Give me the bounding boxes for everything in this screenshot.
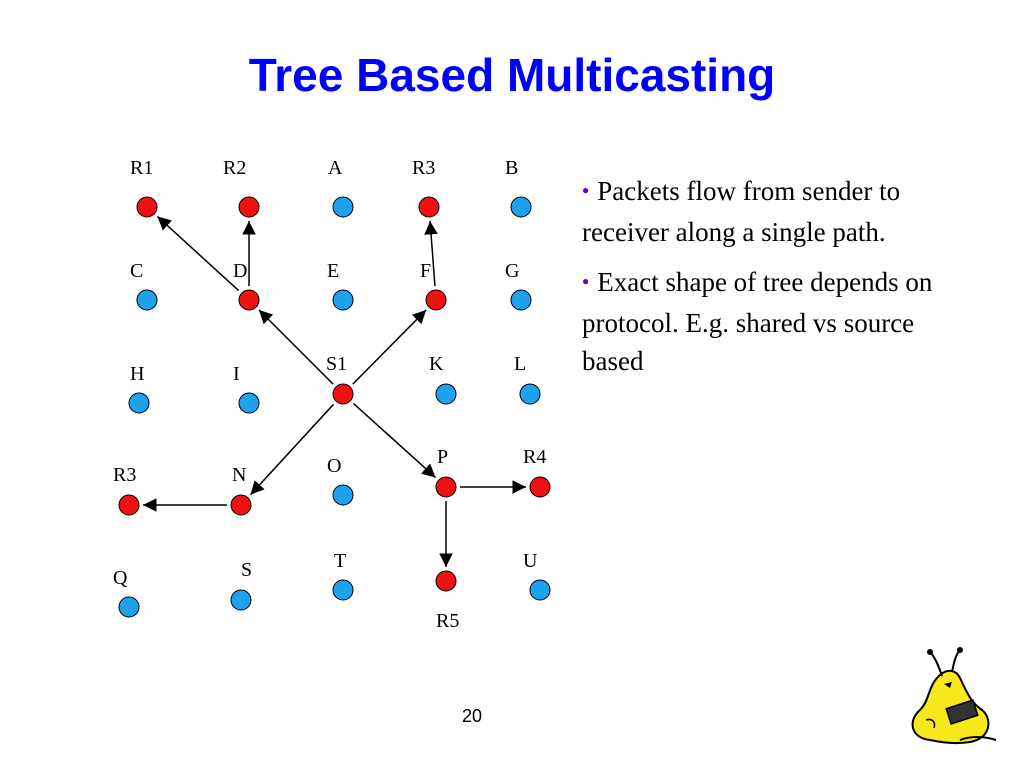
node-e: E: [327, 260, 354, 311]
node-s1: S1: [326, 353, 354, 405]
node-i: I: [233, 363, 260, 414]
node-circle: [230, 589, 252, 611]
banana-slug-mascot-icon: [911, 647, 997, 745]
node-s: S: [230, 559, 252, 611]
node-label: U: [523, 550, 538, 572]
node-circle: [332, 289, 354, 311]
node-circle: [519, 383, 541, 405]
node-o: O: [327, 455, 354, 506]
node-r1: R1: [130, 157, 158, 218]
node-g: G: [505, 260, 532, 311]
node-circle: [118, 494, 140, 516]
node-label: F: [420, 260, 431, 282]
node-r5: R5: [435, 570, 459, 632]
node-circle: [529, 476, 551, 498]
node-c: C: [130, 260, 158, 311]
node-circle: [510, 196, 532, 218]
edge-s1-to-d: [258, 309, 334, 385]
node-circle: [128, 392, 150, 414]
node-label: D: [233, 260, 247, 282]
node-d: D: [233, 260, 260, 311]
node-circle: [510, 289, 532, 311]
node-circle: [332, 196, 354, 218]
node-label: A: [328, 157, 343, 179]
edge-d-to-r1: [156, 215, 240, 292]
node-label: N: [232, 464, 246, 486]
node-label: L: [514, 353, 526, 375]
node-circle: [136, 289, 158, 311]
node-r4: R4: [523, 446, 551, 498]
node-q: Q: [113, 567, 140, 618]
node-r2: R2: [223, 157, 260, 218]
node-r3a: R3: [412, 157, 440, 218]
node-circle: [238, 289, 260, 311]
slide-title: Tree Based Multicasting: [248, 49, 776, 101]
node-u: U: [523, 550, 551, 601]
node-circle: [238, 392, 260, 414]
node-label: R5: [436, 610, 459, 632]
node-k: K: [429, 353, 457, 405]
node-f: F: [420, 260, 447, 311]
node-label: H: [130, 363, 144, 385]
bullet-dot-icon: ●: [582, 182, 590, 197]
edge-s1-to-p: [352, 402, 437, 479]
node-label: I: [233, 363, 240, 385]
node-circle: [435, 476, 457, 498]
node-h: H: [128, 363, 150, 414]
edge-s1-to-f: [352, 309, 427, 385]
node-circle: [118, 596, 140, 618]
node-l: L: [514, 353, 541, 405]
bullet-text: Packets flow from sender to receiver alo…: [582, 176, 901, 247]
bullet-list: ●Packets flow from sender to receiver al…: [582, 172, 982, 392]
node-a: A: [328, 157, 354, 218]
edge-layer: [143, 215, 526, 567]
node-label: R4: [523, 446, 546, 468]
bullet-item: ●Packets flow from sender to receiver al…: [582, 172, 982, 251]
node-label: C: [130, 260, 143, 282]
node-label: B: [505, 157, 518, 179]
node-label: G: [505, 260, 519, 282]
node-label: S1: [326, 353, 347, 375]
node-circle: [332, 484, 354, 506]
node-circle: [529, 579, 551, 601]
node-label: R3: [412, 157, 435, 179]
node-label: R2: [223, 157, 246, 179]
node-label: R1: [130, 157, 153, 179]
node-t: T: [332, 550, 354, 601]
node-circle: [435, 570, 457, 592]
node-circle: [136, 196, 158, 218]
node-circle: [332, 383, 354, 405]
node-label: O: [327, 455, 341, 477]
node-label: E: [327, 260, 339, 282]
edge-s1-to-n: [249, 403, 335, 496]
node-label: Q: [113, 567, 128, 589]
node-label: K: [429, 353, 444, 375]
node-circle: [425, 289, 447, 311]
node-b: B: [505, 157, 532, 218]
edge-f-to-r3a: [424, 220, 438, 287]
node-label: R3: [113, 464, 136, 486]
node-circle: [418, 196, 440, 218]
node-circle: [238, 196, 260, 218]
node-label: P: [437, 446, 448, 468]
node-r3b: R3: [113, 464, 140, 516]
bullet-item: ●Exact shape of tree depends on protocol…: [582, 263, 982, 380]
node-label: T: [334, 550, 346, 572]
node-label: S: [241, 559, 252, 581]
node-p: P: [435, 446, 457, 498]
bullet-dot-icon: ●: [582, 273, 590, 288]
page-number: 20: [461, 706, 483, 726]
node-circle: [332, 579, 354, 601]
bullet-text: Exact shape of tree depends on protocol.…: [582, 266, 933, 376]
node-circle: [435, 383, 457, 405]
node-circle: [230, 494, 252, 516]
node-n: N: [230, 464, 252, 516]
